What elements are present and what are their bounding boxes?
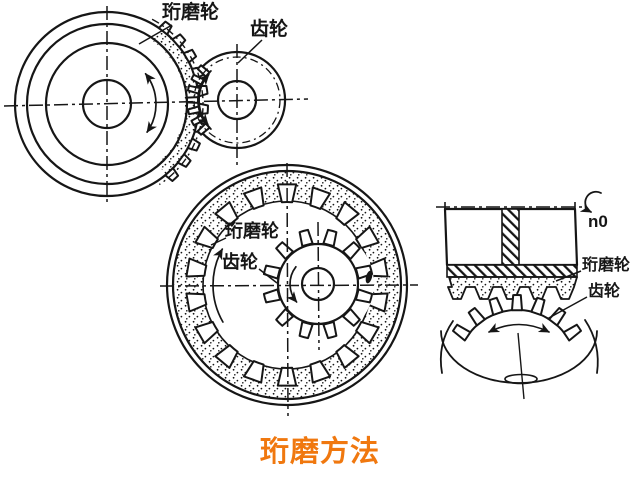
spindle-speed-label: n0 bbox=[588, 212, 608, 231]
external-gear-label: 齿轮 bbox=[250, 19, 289, 40]
page-title: 珩磨方法 bbox=[259, 436, 380, 468]
external-honing-wheel-label: 珩磨轮 bbox=[162, 2, 220, 23]
internal-gear-label: 齿轮 bbox=[222, 252, 258, 272]
section-gear-label: 齿轮 bbox=[588, 283, 621, 300]
section-honing-wheel-label: 珩磨轮 bbox=[582, 257, 631, 274]
internal-honing-wheel-label: 珩磨轮 bbox=[225, 221, 279, 241]
